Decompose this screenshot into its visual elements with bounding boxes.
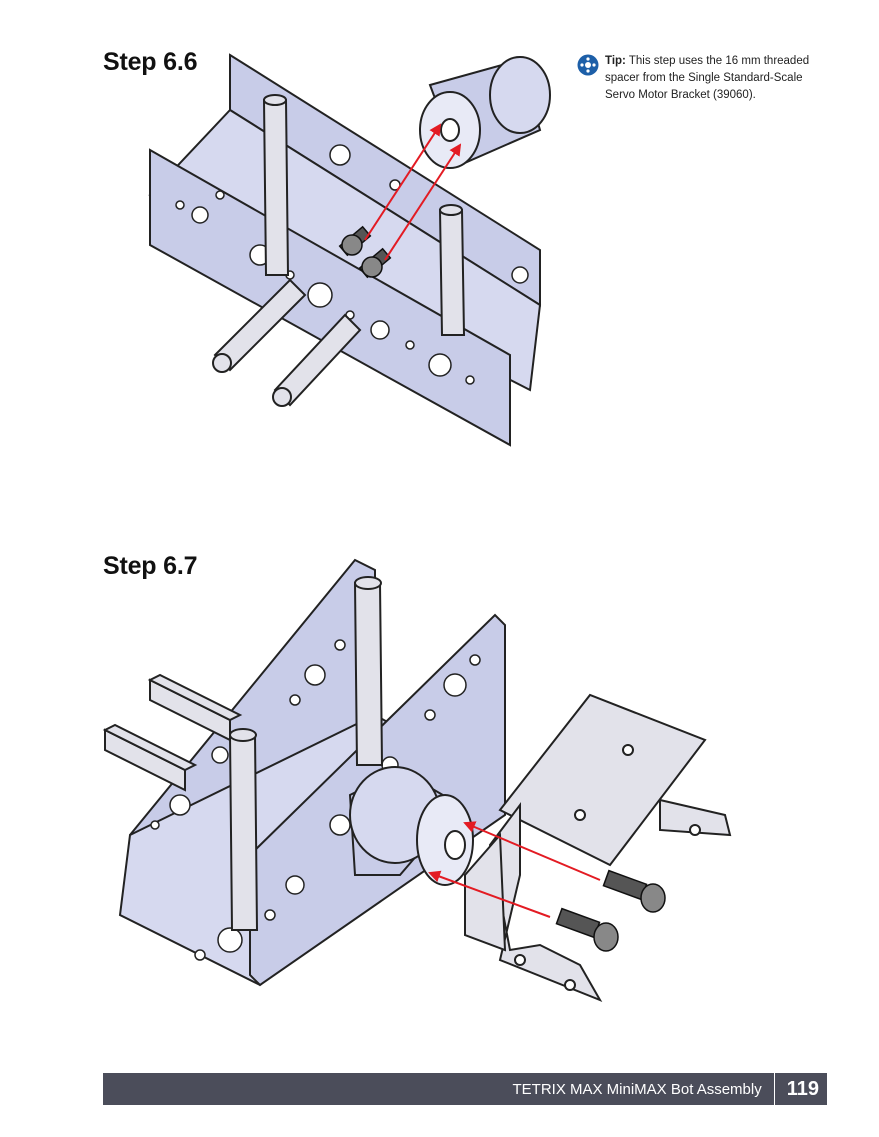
step-6-6-title: Step 6.6 xyxy=(103,48,198,76)
tip-icon xyxy=(577,54,599,76)
tip-text: Tip: This step uses the 16 mm threaded s… xyxy=(605,53,820,104)
step-6-6-illustration xyxy=(148,53,551,447)
step-6-7-illustration xyxy=(102,558,732,1002)
step-6-7-title: Step 6.7 xyxy=(103,552,198,580)
threaded-spacer xyxy=(348,766,474,886)
screws xyxy=(338,225,392,279)
standoffs xyxy=(212,94,466,407)
threaded-spacer xyxy=(419,56,551,169)
channel-holes xyxy=(150,639,481,961)
standoffs xyxy=(228,576,384,931)
servo-bracket xyxy=(464,693,732,1002)
page-number: 119 xyxy=(773,1073,827,1105)
page-footer: TETRIX MAX MiniMAX Bot Assembly 119 xyxy=(103,1073,827,1105)
protruding-standoffs xyxy=(102,673,243,792)
footer-title: TETRIX MAX MiniMAX Bot Assembly xyxy=(512,1080,762,1098)
assembly-arrows xyxy=(364,123,462,261)
tip-label: Tip: xyxy=(605,55,626,67)
assembly-arrows xyxy=(428,821,601,918)
screws xyxy=(555,869,666,952)
tip-callout: Tip: This step uses the 16 mm threaded s… xyxy=(577,53,827,104)
tip-body: This step uses the 16 mm threaded spacer… xyxy=(605,55,810,101)
